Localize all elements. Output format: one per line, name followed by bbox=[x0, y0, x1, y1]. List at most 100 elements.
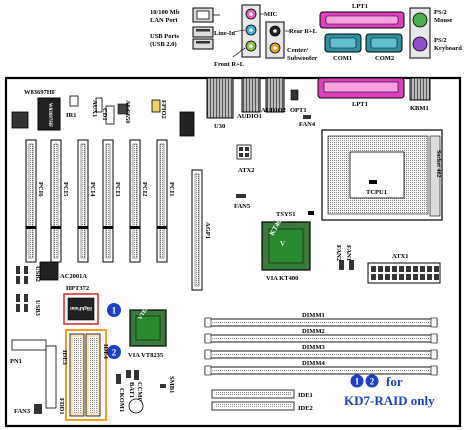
com1-label: COM1 bbox=[333, 55, 352, 62]
badge-2: 2 bbox=[107, 345, 121, 359]
dimm-label: DIMM1 bbox=[302, 312, 325, 319]
ccmos1-label: CCMOS1 bbox=[136, 382, 143, 409]
rear-panel: 10/100 Mb LAN Port USB Ports (USB 2.0) M… bbox=[150, 3, 462, 68]
opt1-connector bbox=[290, 89, 299, 101]
ps2-mouse-port[interactable] bbox=[412, 12, 428, 28]
fpio2-label: FPIO2 bbox=[160, 100, 167, 119]
com2-label: COM2 bbox=[375, 55, 394, 62]
tcpu1-label: TCPU1 bbox=[366, 189, 387, 196]
ckom1-label: CKOM1 bbox=[118, 388, 125, 412]
fan3-label: FAN3 bbox=[14, 408, 31, 415]
tsys1-label: TSYS1 bbox=[276, 211, 296, 218]
u30-chip bbox=[179, 111, 195, 137]
pn1-connector bbox=[11, 339, 47, 351]
hpt372-label: HPT372 bbox=[66, 285, 89, 292]
socket-label: Socket 462 bbox=[435, 150, 441, 178]
audio-jacks bbox=[241, 4, 285, 59]
ps2-connectors bbox=[409, 7, 431, 59]
hpt372-chip bbox=[67, 297, 95, 321]
badge-2-text: 2 bbox=[112, 348, 117, 358]
center-label: Center/ bbox=[287, 47, 308, 54]
ide2-connector bbox=[211, 401, 295, 411]
pci-slot-pci2[interactable] bbox=[129, 139, 141, 263]
pci-slot-pci3[interactable] bbox=[102, 139, 114, 263]
ac2001a-chip bbox=[39, 261, 59, 281]
fan1-label: FAN1 bbox=[345, 245, 352, 261]
dimm-slot-1[interactable] bbox=[204, 317, 438, 328]
pci-slot-label: PCI3 bbox=[114, 182, 121, 197]
ps2-kb-label-2: Keyboard bbox=[434, 45, 462, 52]
aux1-label: AUX1 bbox=[91, 100, 98, 117]
via-logo: V bbox=[280, 240, 285, 248]
northbridge-chip: V bbox=[261, 221, 311, 271]
dimm-slot-4[interactable] bbox=[204, 365, 438, 376]
ide2-label: IDE2 bbox=[298, 405, 313, 412]
badge-1-text: 1 bbox=[112, 306, 117, 316]
dimm-label: DIMM3 bbox=[302, 344, 325, 351]
subwoofer-label: Subwoofer bbox=[287, 55, 317, 62]
ps2-mouse-label-1: PS/2 bbox=[434, 9, 447, 16]
front-rl-label: Front R+L bbox=[214, 61, 245, 68]
w83697hf-label: W83697HF bbox=[24, 89, 56, 96]
note-for: for bbox=[386, 374, 403, 389]
pci-slot-pci1[interactable] bbox=[156, 139, 168, 263]
mic-label: MIC bbox=[264, 11, 278, 18]
atx2-label: ATX2 bbox=[238, 167, 255, 174]
lan-usb-connector bbox=[192, 7, 220, 50]
lpt1-label: LPT1 bbox=[352, 101, 368, 108]
ps2-mouse-label-2: Mouse bbox=[434, 17, 453, 24]
ps2-keyboard-port[interactable] bbox=[412, 36, 428, 52]
dimm-slot-3[interactable] bbox=[204, 349, 438, 360]
lpt1-rear-connector bbox=[319, 11, 405, 29]
agp1-label: AGP1 bbox=[204, 222, 211, 239]
battery bbox=[128, 398, 144, 414]
atx1-label: ATX1 bbox=[392, 253, 409, 260]
pci-slots: PCI6 PCI5 PCI4 PCI3 PCI2 PCI1 bbox=[25, 139, 175, 263]
hpt372-chip-text: HighPoint bbox=[70, 305, 92, 310]
pn1-label: PN1 bbox=[10, 358, 22, 365]
pci-slot-pci6[interactable] bbox=[25, 139, 37, 263]
pci-slot-label: PCI2 bbox=[141, 182, 148, 196]
u30-label: U30 bbox=[214, 123, 225, 130]
pci-slot-label: PCI1 bbox=[168, 182, 175, 196]
southbridge-label: VIA VT8235 bbox=[128, 352, 164, 359]
lpt1-top-label: LPT1 bbox=[352, 3, 368, 10]
usb3-label: USB3 bbox=[34, 300, 41, 317]
ide4-label: IDE4 bbox=[102, 344, 109, 360]
usb-label-1: USB Ports bbox=[150, 33, 180, 40]
ide3-label: IDE3 bbox=[61, 350, 68, 366]
fan5-label: FAN5 bbox=[234, 203, 251, 210]
alc650-label: ALC650 bbox=[124, 100, 131, 123]
ide3-ide4-connectors bbox=[69, 333, 101, 417]
board-io-connectors bbox=[206, 77, 431, 119]
note-badge-2: 2 bbox=[370, 377, 375, 387]
lan-label-2: LAN Port bbox=[150, 17, 178, 24]
dimm-label: DIMM2 bbox=[302, 328, 325, 335]
usb2-label: USB2 bbox=[34, 266, 41, 282]
ac2001a-label: AC2001A bbox=[60, 273, 87, 280]
smb1-label: SMB1 bbox=[168, 376, 175, 393]
fan2-label: FAN2 bbox=[335, 245, 342, 261]
usb-label-2: (USB 2.0) bbox=[150, 41, 177, 48]
ps2-kb-label-1: PS/2 bbox=[434, 37, 447, 44]
pci-slot-label: PCI5 bbox=[62, 182, 69, 197]
badge-1: 1 bbox=[107, 303, 121, 317]
atx1-connector bbox=[367, 262, 441, 284]
note-badge-1: 1 bbox=[355, 377, 360, 387]
ide1-connector bbox=[211, 389, 295, 399]
dimm-label: DIMM4 bbox=[302, 360, 325, 367]
pci-slot-pci5[interactable] bbox=[50, 139, 62, 263]
ide3-ide4-highlight bbox=[65, 329, 107, 421]
com1-connector bbox=[324, 33, 362, 53]
small-chip-topleft bbox=[11, 111, 29, 129]
lan-label-1: 10/100 Mb bbox=[150, 9, 180, 16]
audio2-label: AUDIO2 bbox=[261, 107, 286, 114]
kbm1-label: KBM1 bbox=[410, 105, 429, 112]
dimm-slot-2[interactable] bbox=[204, 333, 438, 344]
pci-slot-label: PCI4 bbox=[89, 182, 96, 197]
bat1-label: BAT1 bbox=[128, 382, 135, 398]
pci-slot-label: PCI6 bbox=[37, 182, 44, 197]
pci-slot-pci4[interactable] bbox=[77, 139, 89, 263]
